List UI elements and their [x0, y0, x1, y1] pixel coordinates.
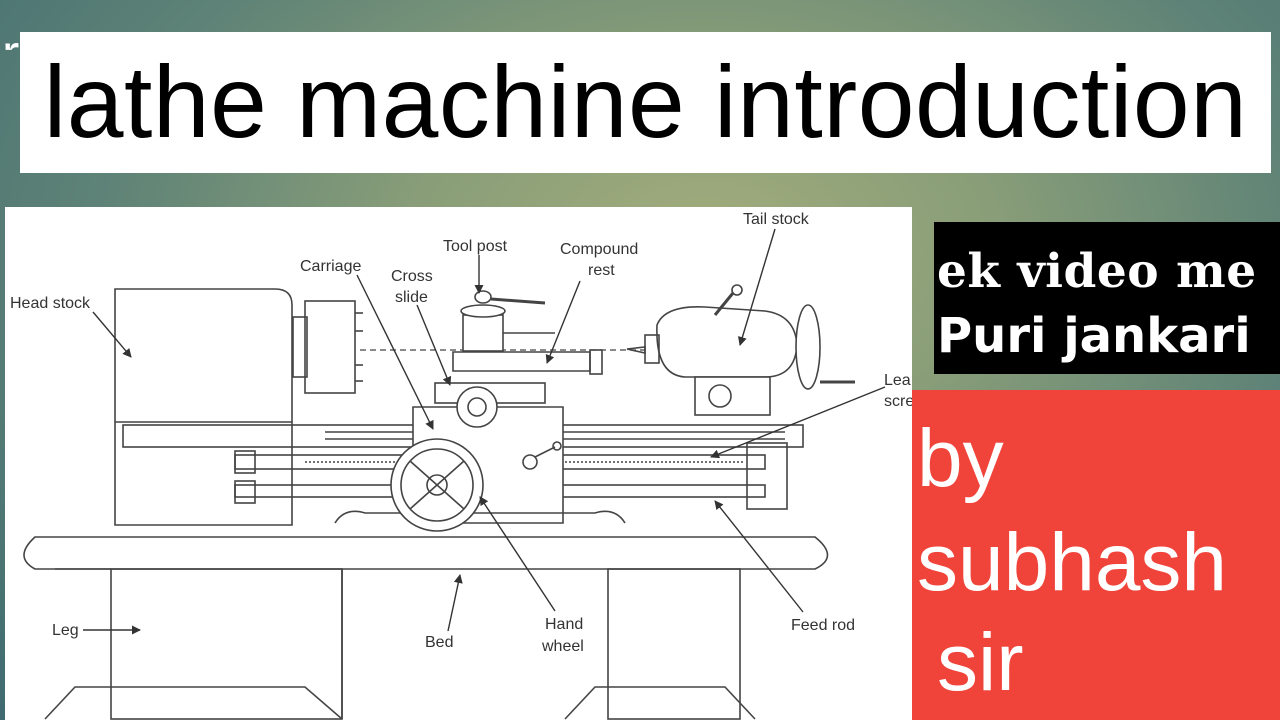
promo-line-1: ek video me	[937, 244, 1257, 299]
promo-line-2: Puri jankari	[937, 308, 1251, 364]
stray-overlay-text: r	[2, 25, 22, 83]
label-tool-post: Tool post	[443, 238, 508, 255]
label-hand-wheel-1: Hand	[545, 616, 583, 633]
label-hand-wheel-2: wheel	[541, 638, 584, 655]
label-carriage: Carriage	[300, 258, 361, 275]
label-cross-slide-2: slide	[395, 289, 428, 306]
chuck	[304, 300, 356, 394]
label-lead-screw-1: Lea	[884, 372, 911, 389]
label-head-stock: Head stock	[10, 295, 91, 312]
leg-left	[110, 568, 343, 720]
label-tail-stock: Tail stock	[743, 211, 810, 228]
promo-banner: ek video me Puri jankari	[934, 222, 1280, 374]
label-cross-slide-1: Cross	[391, 268, 433, 285]
tail-stock	[656, 306, 798, 378]
label-feed-rod: Feed rod	[791, 617, 855, 634]
author-line-3: sir	[937, 617, 1024, 708]
label-compound-rest-1: Compound	[560, 241, 638, 258]
tool-post	[462, 314, 504, 352]
label-bed: Bed	[425, 634, 453, 651]
label-lead-screw-2: scre	[884, 393, 912, 410]
compound-rest	[452, 351, 591, 372]
title-banner: lathe machine introduction	[20, 32, 1271, 173]
lathe-diagram: Head stock Carriage Cross slide Tool pos…	[10, 211, 912, 720]
label-compound-rest-2: rest	[588, 262, 615, 279]
lathe-diagram-panel: Head stock Carriage Cross slide Tool pos…	[5, 207, 912, 720]
head-stock	[114, 288, 293, 526]
author-banner: by subhash sir	[912, 390, 1280, 720]
bed-top	[23, 536, 829, 570]
page-title: lathe machine introduction	[43, 45, 1248, 159]
label-leg: Leg	[52, 622, 79, 639]
author-line-1: by	[917, 413, 1004, 504]
author-line-2: subhash	[917, 517, 1228, 608]
leg-right	[607, 568, 741, 720]
